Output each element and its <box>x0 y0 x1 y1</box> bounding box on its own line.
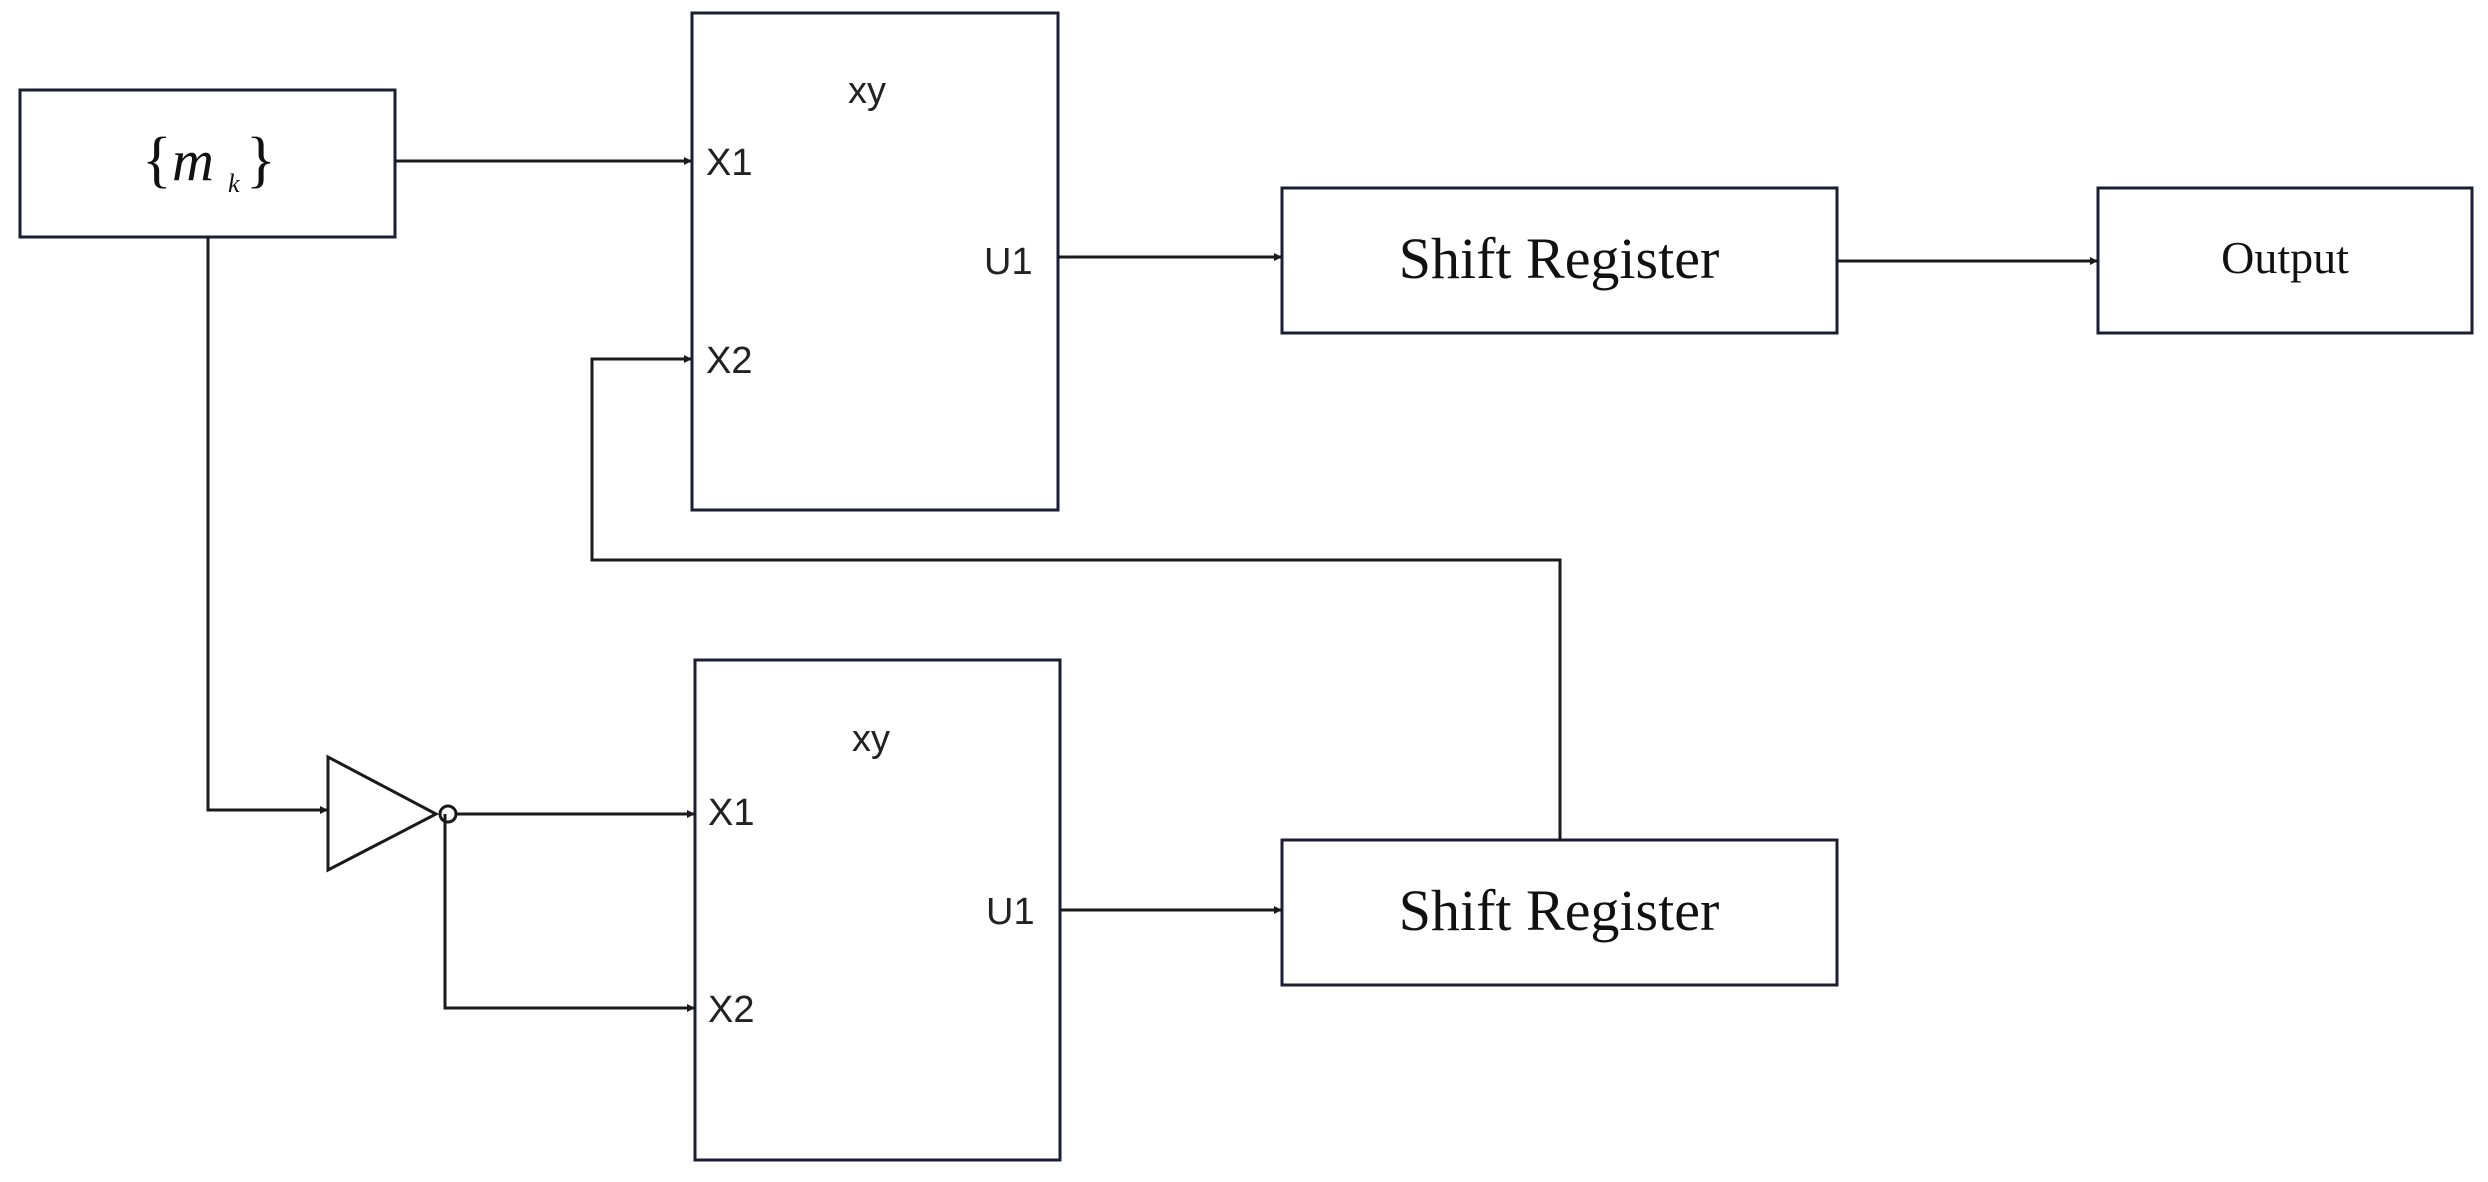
wire-inverter-to-bottom-x2 <box>443 814 695 1012</box>
inverter-gate[interactable] <box>326 754 458 873</box>
wire-feedback-to-top-x2 <box>590 355 1562 840</box>
source-brace-close: } <box>246 126 276 194</box>
multiplier-bottom-port-x1: X1 <box>708 792 754 834</box>
multiplier-bottom-block[interactable]: xy X1 X2 U1 <box>693 658 1062 1162</box>
multiplier-bottom-port-x2: X2 <box>708 989 754 1031</box>
multiplier-top-port-x1: X1 <box>706 142 752 184</box>
source-subscript: k <box>228 169 240 198</box>
shift-register-bottom-block[interactable]: Shift Register <box>1280 838 1839 987</box>
multiplier-bottom-title: xy <box>852 718 890 760</box>
source-brace-open: { <box>142 126 172 194</box>
shift-register-top-label: Shift Register <box>1399 226 1720 291</box>
multiplier-top-port-x2: X2 <box>706 340 752 382</box>
multiplier-top-port-u1: U1 <box>984 241 1033 283</box>
inverter-bubble <box>438 804 458 824</box>
shift-register-bottom-label: Shift Register <box>1399 878 1720 943</box>
output-block[interactable]: Output <box>2096 186 2474 335</box>
wire-source-to-inverter <box>206 237 328 814</box>
source-block[interactable]: { m k } <box>18 88 397 239</box>
output-label: Output <box>2221 232 2349 283</box>
multiplier-top-title: xy <box>848 70 886 112</box>
source-symbol: m <box>172 128 214 193</box>
shift-register-top-block[interactable]: Shift Register <box>1280 186 1839 335</box>
multiplier-top-block[interactable]: xy X1 X2 U1 <box>690 11 1060 512</box>
multiplier-bottom-port-u1: U1 <box>986 891 1035 933</box>
